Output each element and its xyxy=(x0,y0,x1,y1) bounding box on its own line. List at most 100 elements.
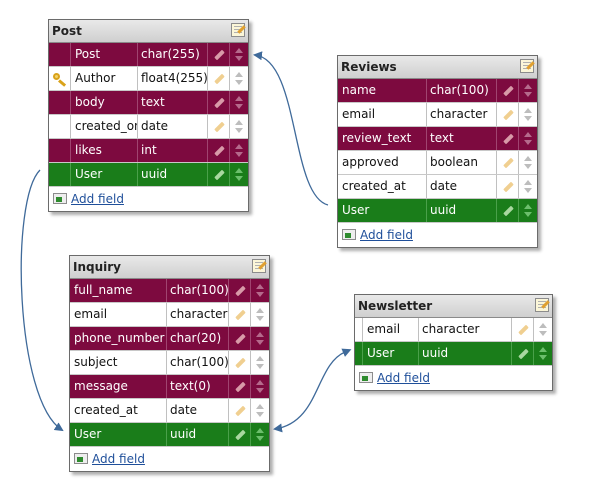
reorder-arrows[interactable] xyxy=(534,342,552,365)
down-arrow-icon[interactable] xyxy=(256,316,264,321)
up-arrow-icon[interactable] xyxy=(256,356,264,361)
field-row[interactable]: User uuid xyxy=(70,423,269,447)
field-row[interactable]: email character xyxy=(355,318,552,342)
down-arrow-icon[interactable] xyxy=(235,56,243,61)
down-arrow-icon[interactable] xyxy=(524,188,532,193)
edit-field-button[interactable] xyxy=(229,423,251,446)
edit-field-button[interactable] xyxy=(229,351,251,374)
link-newsletter-to-inquiry[interactable] xyxy=(273,348,352,433)
field-row[interactable]: Author float4(255) xyxy=(49,67,248,91)
down-arrow-icon[interactable] xyxy=(256,436,264,441)
field-type[interactable]: char(100) xyxy=(167,279,229,302)
down-arrow-icon[interactable] xyxy=(524,116,532,121)
reorder-arrows[interactable] xyxy=(230,67,248,90)
field-name[interactable]: created_at xyxy=(70,399,167,422)
table-reviews[interactable]: Reviews name char(100) email character r… xyxy=(337,55,538,248)
down-arrow-icon[interactable] xyxy=(235,80,243,85)
table-newsletter[interactable]: Newsletter email character User uuid Add… xyxy=(354,294,553,391)
up-arrow-icon[interactable] xyxy=(524,108,532,113)
reorder-arrows[interactable] xyxy=(251,303,269,326)
reorder-arrows[interactable] xyxy=(251,399,269,422)
table-header[interactable]: Newsletter xyxy=(355,295,552,318)
field-name[interactable]: email xyxy=(363,318,419,341)
reorder-arrows[interactable] xyxy=(251,423,269,446)
field-row[interactable]: email character xyxy=(338,103,537,127)
field-row[interactable]: created_at date xyxy=(70,399,269,423)
field-type[interactable]: uuid xyxy=(167,423,229,446)
field-row[interactable]: created_at date xyxy=(338,175,537,199)
edit-field-button[interactable] xyxy=(208,67,230,90)
reorder-arrows[interactable] xyxy=(534,318,552,341)
field-row[interactable]: User uuid xyxy=(49,163,248,187)
edit-field-button[interactable] xyxy=(229,399,251,422)
field-type[interactable]: character xyxy=(427,103,497,126)
field-name[interactable]: Author xyxy=(71,67,138,90)
field-name[interactable]: full_name xyxy=(70,279,167,302)
up-arrow-icon[interactable] xyxy=(256,380,264,385)
edit-field-button[interactable] xyxy=(208,43,230,66)
field-row[interactable]: likes int xyxy=(49,139,248,163)
reorder-arrows[interactable] xyxy=(519,199,537,222)
edit-field-button[interactable] xyxy=(208,91,230,114)
field-type[interactable]: text xyxy=(427,127,497,150)
field-row[interactable]: body text xyxy=(49,91,248,115)
up-arrow-icon[interactable] xyxy=(524,180,532,185)
field-type[interactable]: float4(255) xyxy=(138,67,208,90)
field-type[interactable]: char(100) xyxy=(167,351,229,374)
field-row[interactable]: full_name char(100) xyxy=(70,279,269,303)
reorder-arrows[interactable] xyxy=(251,351,269,374)
edit-table-icon[interactable] xyxy=(520,59,534,73)
down-arrow-icon[interactable] xyxy=(235,176,243,181)
edit-field-button[interactable] xyxy=(497,151,519,174)
up-arrow-icon[interactable] xyxy=(539,347,547,352)
field-name[interactable]: approved xyxy=(338,151,427,174)
field-name[interactable]: User xyxy=(70,423,167,446)
down-arrow-icon[interactable] xyxy=(539,355,547,360)
field-name[interactable]: likes xyxy=(71,139,138,162)
down-arrow-icon[interactable] xyxy=(235,152,243,157)
reorder-arrows[interactable] xyxy=(519,175,537,198)
field-name[interactable]: subject xyxy=(70,351,167,374)
edit-field-button[interactable] xyxy=(512,342,534,365)
table-inquiry[interactable]: Inquiry full_name char(100) email charac… xyxy=(69,255,270,472)
add-field-link[interactable]: Add field xyxy=(377,371,430,385)
up-arrow-icon[interactable] xyxy=(235,168,243,173)
field-name[interactable]: email xyxy=(338,103,427,126)
field-type[interactable]: char(255) xyxy=(138,43,208,66)
up-arrow-icon[interactable] xyxy=(235,144,243,149)
field-row[interactable]: approved boolean xyxy=(338,151,537,175)
field-name[interactable]: created_at xyxy=(338,175,427,198)
field-name[interactable]: review_text xyxy=(338,127,427,150)
add-field-icon[interactable] xyxy=(359,372,373,383)
field-type[interactable]: date xyxy=(138,115,208,138)
field-name[interactable]: email xyxy=(70,303,167,326)
down-arrow-icon[interactable] xyxy=(256,292,264,297)
up-arrow-icon[interactable] xyxy=(235,96,243,101)
add-field-link[interactable]: Add field xyxy=(92,452,145,466)
field-row[interactable]: User uuid xyxy=(355,342,552,366)
field-row[interactable]: review_text text xyxy=(338,127,537,151)
reorder-arrows[interactable] xyxy=(519,103,537,126)
up-arrow-icon[interactable] xyxy=(524,84,532,89)
field-type[interactable]: char(100) xyxy=(427,79,497,102)
up-arrow-icon[interactable] xyxy=(256,404,264,409)
reorder-arrows[interactable] xyxy=(251,375,269,398)
down-arrow-icon[interactable] xyxy=(524,92,532,97)
field-name[interactable]: created_on xyxy=(71,115,138,138)
add-field-icon[interactable] xyxy=(74,453,88,464)
table-post[interactable]: Post Post char(255) Author float4(255) b… xyxy=(48,19,249,212)
up-arrow-icon[interactable] xyxy=(539,323,547,328)
field-row[interactable]: email character xyxy=(70,303,269,327)
field-name[interactable]: User xyxy=(338,199,427,222)
reorder-arrows[interactable] xyxy=(519,79,537,102)
table-header[interactable]: Reviews xyxy=(338,56,537,79)
edit-field-button[interactable] xyxy=(497,127,519,150)
reorder-arrows[interactable] xyxy=(251,279,269,302)
edit-field-button[interactable] xyxy=(229,327,251,350)
edit-field-button[interactable] xyxy=(208,115,230,138)
edit-field-button[interactable] xyxy=(229,279,251,302)
field-type[interactable]: date xyxy=(167,399,229,422)
table-header[interactable]: Inquiry xyxy=(70,256,269,279)
add-field-icon[interactable] xyxy=(342,229,356,240)
reorder-arrows[interactable] xyxy=(251,327,269,350)
